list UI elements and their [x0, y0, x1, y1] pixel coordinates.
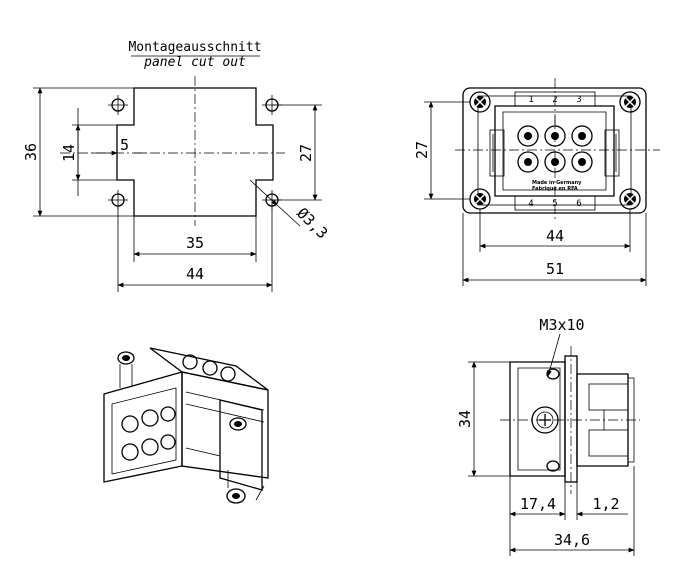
mounting-hole [108, 95, 128, 115]
dim-cutout-offset: 5 [120, 136, 129, 154]
pin-label: 1 [528, 95, 533, 105]
flange-screw [226, 470, 265, 504]
dim-side-depth-a: 17,4 [520, 495, 556, 513]
dim-side-depth-b: 1,2 [592, 495, 619, 513]
dim-cutout-width-outer: 44 [186, 265, 204, 283]
dim-cutout-width-inner: 35 [186, 234, 204, 252]
pin-label: 6 [576, 199, 581, 209]
dim-front-height: 27 [413, 141, 431, 159]
flange-screw [229, 417, 247, 431]
corner-screw [619, 188, 641, 210]
pin-label: 3 [576, 95, 581, 105]
dim-front-width-inner: 44 [546, 227, 564, 245]
marking-text: Made in Germany [532, 180, 582, 186]
isometric-view [103, 347, 269, 504]
side-view: M3x10 34 [456, 316, 640, 556]
corner-screw [469, 188, 491, 210]
dim-cutout-inner: 14 [60, 144, 78, 162]
dim-cutout-height: 36 [22, 143, 40, 161]
dim-front-width-outer: 51 [546, 260, 564, 278]
pin-label: 4 [528, 199, 533, 209]
corner-screw [619, 91, 641, 113]
dim-hole-diameter: Ø3,3 [293, 204, 331, 242]
contact-pins [517, 116, 593, 173]
housing-flange [462, 87, 647, 214]
thread-label: M3x10 [539, 316, 584, 334]
flange-screw [117, 351, 135, 388]
dim-side-height: 34 [456, 410, 474, 428]
cutout-subtitle: panel cut out [143, 55, 246, 70]
dim-cutout-hole-spacing: 27 [297, 144, 315, 162]
cutout-title: Montageausschnitt [128, 40, 261, 55]
front-view: 1 2 3 4 5 6 Made in Germany Fabrique en … [413, 78, 660, 286]
panel-cutout-view: Montageausschnitt panel cut out 36 [22, 40, 331, 292]
corner-screw [469, 91, 491, 113]
dim-side-total: 34,6 [554, 531, 590, 549]
